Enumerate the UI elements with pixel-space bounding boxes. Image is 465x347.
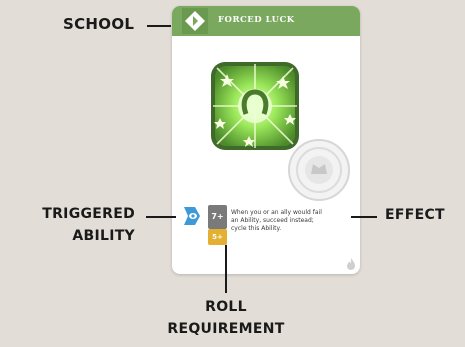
callout-roll-line1: ROLL (205, 299, 247, 315)
effect-text: When you or an ally would fail an Abilit… (231, 209, 322, 232)
callout-triggered-line1: TRIGGERED (42, 206, 135, 222)
ability-card: FORCED LUCK (172, 6, 360, 274)
callout-roll-line2: REQUIREMENT (167, 321, 285, 337)
horseshoe-icon (211, 62, 299, 150)
leader-line-triggered (146, 216, 176, 218)
callout-school: SCHOOL (63, 15, 135, 33)
school-diamond-icon (182, 8, 208, 34)
roll-requirement-primary: 7+ (208, 205, 227, 229)
leader-line-school (147, 25, 171, 27)
leader-line-roll (225, 245, 227, 293)
crest-icon (288, 139, 350, 201)
callout-effect: EFFECT (385, 207, 445, 223)
callout-triggered-ability: TRIGGERED ABILITY (20, 203, 135, 247)
callout-roll-requirement: ROLL REQUIREMENT (165, 296, 287, 340)
card-title: FORCED LUCK (218, 15, 295, 25)
roll-requirement-secondary: 5+ (208, 229, 227, 245)
flame-icon (347, 258, 355, 270)
leader-line-effect (351, 216, 377, 218)
callout-triggered-line2: ABILITY (72, 228, 135, 244)
card-header: FORCED LUCK (172, 6, 360, 36)
eye-icon (184, 207, 200, 225)
